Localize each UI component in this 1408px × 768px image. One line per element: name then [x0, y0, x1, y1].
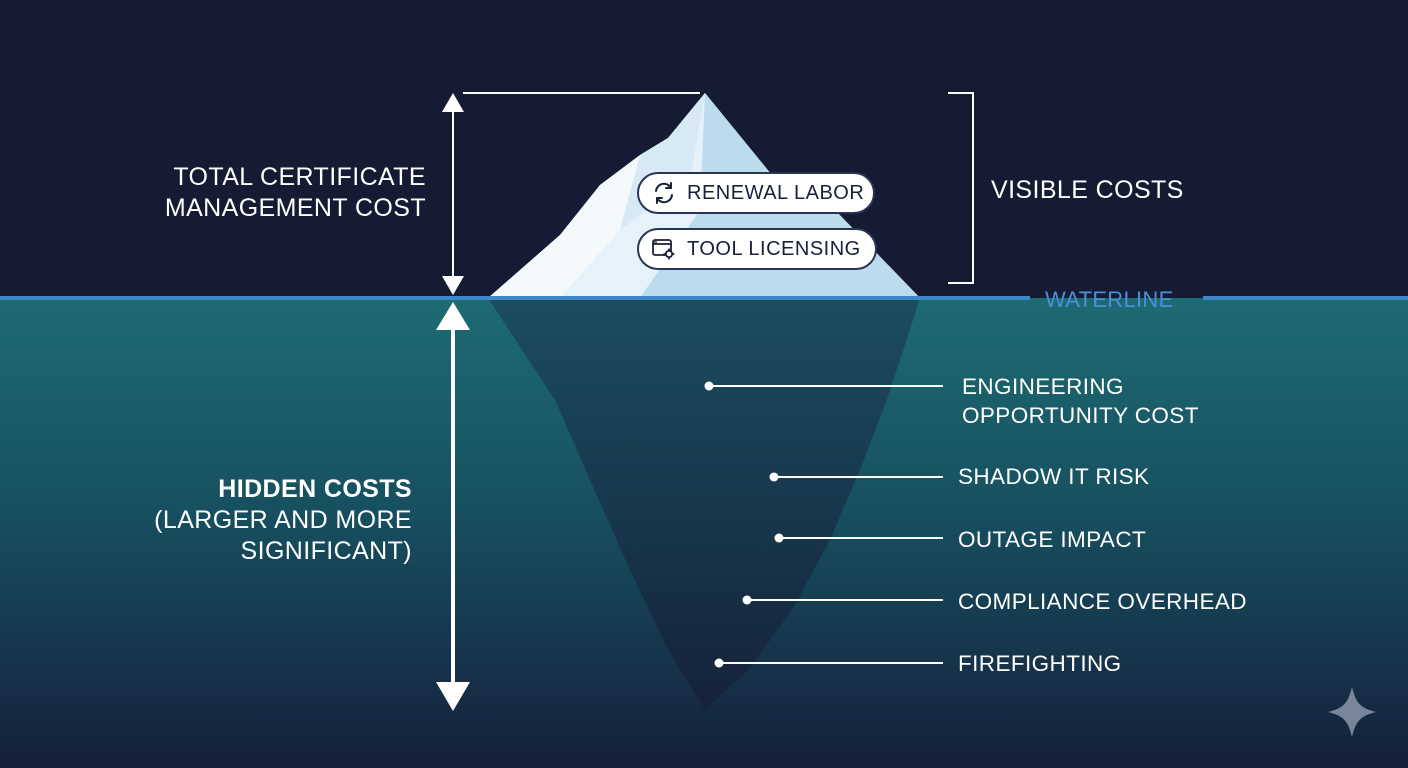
hidden-cost-firefighting: FIREFIGHTING	[958, 651, 1122, 676]
hidden-cost-compliance: COMPLIANCE OVERHEAD	[958, 589, 1247, 614]
total-cost-label: TOTAL CERTIFICATE MANAGEMENT COST	[120, 162, 426, 224]
hidden-cost-engineering-line2: OPPORTUNITY COST	[962, 403, 1199, 428]
sparkle-icon	[1328, 687, 1376, 737]
refresh-icon	[651, 180, 677, 206]
hidden-costs-subtitle-line1: (LARGER AND MORE	[154, 506, 412, 534]
hidden-cost-outage: OUTAGE IMPACT	[958, 527, 1147, 552]
hidden-cost-shadow-it: SHADOW IT RISK	[958, 464, 1150, 489]
hidden-costs-title: HIDDEN COSTS	[218, 475, 412, 503]
hidden-cost-engineering-line1: ENGINEERING	[962, 374, 1124, 399]
visible-costs-bracket	[948, 92, 974, 284]
total-cost-line1: TOTAL CERTIFICATE	[173, 163, 426, 191]
hidden-costs-subtitle-line2: SIGNIFICANT)	[240, 537, 412, 565]
renewal-labor-pill: RENEWAL LABOR	[637, 172, 875, 214]
hidden-costs-label: HIDDEN COSTS (LARGER AND MORE SIGNIFICAN…	[110, 474, 412, 567]
hidden-cost-leaders	[704, 381, 943, 668]
tool-licensing-label: TOOL LICENSING	[687, 237, 861, 260]
hidden-cost-engineering: ENGINEERING OPPORTUNITY COST	[962, 372, 1199, 430]
waterline-label: WATERLINE	[1045, 287, 1174, 312]
total-cost-line2: MANAGEMENT COST	[164, 194, 426, 222]
renewal-labor-label: RENEWAL LABOR	[687, 181, 865, 204]
tool-licensing-pill: TOOL LICENSING	[637, 228, 877, 270]
visible-costs-label: VISIBLE COSTS	[991, 176, 1184, 204]
total-cost-arrow	[442, 92, 700, 295]
license-window-gear-icon	[651, 236, 677, 262]
hidden-costs-arrow	[436, 302, 470, 711]
submerged-iceberg	[488, 298, 920, 710]
